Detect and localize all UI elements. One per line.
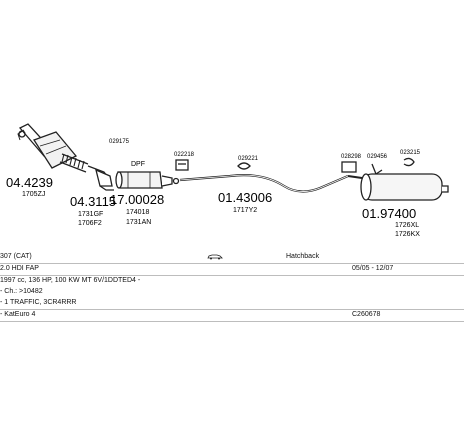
part-small-029456: 029456 [367, 154, 388, 160]
catalytic-converter-front [17, 123, 78, 169]
part-number-01-43006: 01.43006 [218, 190, 272, 205]
part-small-022218: 022218 [174, 152, 195, 158]
catalog-code: C260678 [352, 311, 381, 318]
body-type: Hatchback [286, 253, 320, 260]
front-pipe-04-3115 [87, 165, 114, 191]
part-oem-1705zj: 1705ZJ [22, 191, 45, 198]
middle-pipe [179, 174, 349, 193]
clamp-022218 [175, 159, 189, 171]
info-row-chassis: - Ch.: >10482 [0, 287, 464, 298]
kat-euro: - KatEuro 4 [0, 311, 36, 318]
part-number-04-4239: 04.4239 [6, 175, 53, 190]
hanger-023215 [403, 157, 415, 167]
info-row-engine-code: - 1 TRAFFIC, 3CR4RRR [0, 298, 464, 310]
part-oem-1726kx: 1726KX [395, 231, 420, 238]
clamp-028298 [341, 161, 357, 173]
part-oem-1731an: 1731AN [126, 219, 151, 226]
clamp-029221 [237, 162, 251, 170]
exhaust-system-diagram: 04.4239 1705ZJ 04.3115 1731GF 1706F2 029… [6, 123, 449, 238]
part-small-029221: 029221 [238, 156, 259, 162]
part-oem-1731gf: 1731GF [78, 211, 103, 218]
flex-pipe [59, 153, 89, 173]
info-row-engine: 2.0 HDI FAP 05/05 - 12/07 [0, 264, 464, 276]
car-icon [207, 253, 223, 262]
chassis: - Ch.: >10482 [0, 288, 43, 295]
part-number-01-97400: 01.97400 [362, 206, 416, 221]
part-number-04-3115: 04.3115 [70, 194, 116, 209]
part-oem-1717y2: 1717Y2 [233, 207, 257, 214]
dpf-filter [115, 171, 180, 189]
part-number-17-00028: 17.00028 [110, 192, 164, 207]
part-oem-1706f2: 1706F2 [78, 220, 102, 227]
part-small-028298: 028298 [341, 154, 362, 160]
hanger-029456 [371, 163, 383, 175]
model-label: 307 (CAT) [0, 253, 32, 260]
engine-code: - 1 TRAFFIC, 3CR4RRR [0, 299, 77, 306]
engine-label: 2.0 HDI FAP [0, 265, 39, 272]
engine-spec: 1997 cc, 136 HP, 100 KW MT 6V/1DDTED4 - [0, 277, 141, 284]
part-small-029175: 029175 [109, 139, 130, 145]
rear-silencer [347, 173, 449, 201]
part-oem-174018: 174018 [126, 209, 149, 216]
date-range: 05/05 - 12/07 [352, 265, 394, 272]
part-small-023215: 023215 [400, 150, 421, 156]
info-row-kat: - KatEuro 4 C260678 [0, 310, 464, 322]
info-row-model: 307 (CAT) Hatchback [0, 252, 464, 264]
part-label-dpf: DPF [131, 161, 145, 168]
part-oem-1726xl: 1726XL [395, 222, 419, 229]
info-row-spec: 1997 cc, 136 HP, 100 KW MT 6V/1DDTED4 - [0, 276, 464, 287]
